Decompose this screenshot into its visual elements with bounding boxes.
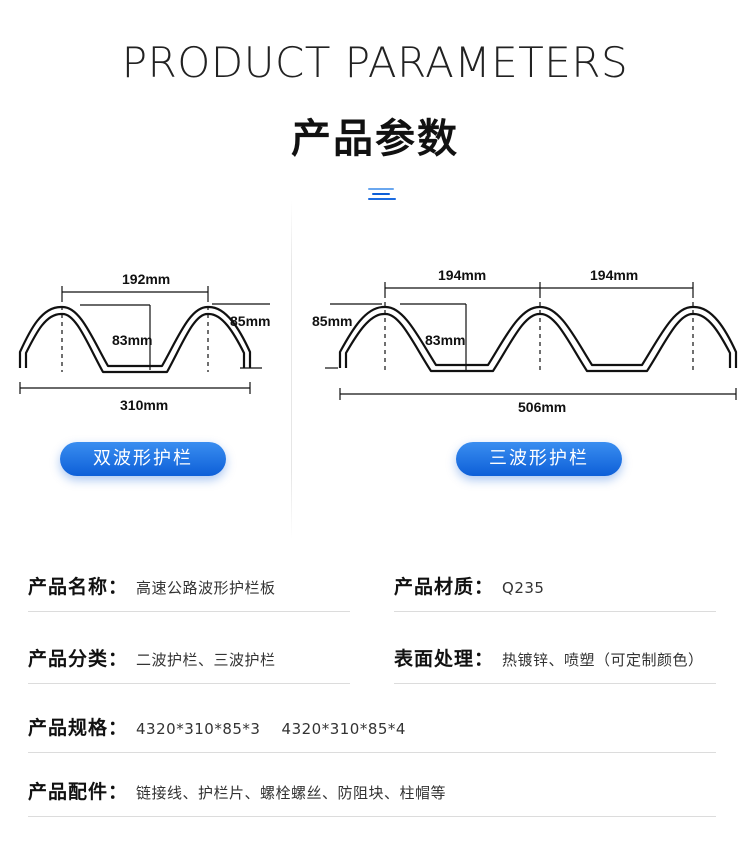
- spec-parts-value: 链接线、护栏片、螺栓螺丝、防阻块、柱帽等: [136, 784, 447, 802]
- double-wave-badge: 双波形护栏: [60, 442, 226, 476]
- double-depth-label: 83mm: [112, 332, 152, 348]
- vertical-divider: [291, 200, 292, 540]
- spec-name-row: 产品名称： 高速公路波形护栏板: [28, 572, 276, 612]
- spec-size-row: 产品规格： 4320*310*85*3 4320*310*85*4: [28, 713, 406, 753]
- triple-height-label: 85mm: [312, 313, 352, 329]
- title-chinese: 产品参数: [291, 116, 459, 162]
- row-divider: [28, 611, 350, 612]
- spec-category-value: 二波护栏、三波护栏: [136, 651, 276, 669]
- triple-spacing-2-label: 194mm: [590, 267, 638, 283]
- spec-name-label: 产品名称：: [28, 576, 129, 598]
- row-divider: [28, 683, 350, 684]
- spec-category-label: 产品分类：: [28, 648, 129, 670]
- spec-surface-value: 热镀锌、喷塑（可定制颜色）: [502, 651, 704, 669]
- row-divider: [28, 752, 716, 753]
- spec-material-row: 产品材质： Q235: [394, 572, 544, 612]
- row-divider: [394, 611, 716, 612]
- spec-parts-label: 产品配件：: [28, 781, 129, 803]
- spec-surface-label: 表面处理：: [394, 648, 495, 670]
- triple-wave-profile: [338, 305, 738, 373]
- spec-name-value: 高速公路波形护栏板: [136, 579, 276, 597]
- double-spacing-label: 192mm: [122, 271, 170, 287]
- double-wave-profile: [18, 305, 252, 374]
- double-width-label: 310mm: [120, 397, 168, 413]
- triple-wave-dimension-lines: [325, 282, 737, 400]
- spec-parts-row: 产品配件： 链接线、护栏片、螺栓螺丝、防阻块、柱帽等: [28, 777, 446, 817]
- triple-width-label: 506mm: [518, 399, 566, 415]
- triple-depth-label: 83mm: [425, 332, 465, 348]
- row-divider: [394, 683, 716, 684]
- triple-spacing-1-label: 194mm: [438, 267, 486, 283]
- double-height-label: 85mm: [230, 313, 270, 329]
- title-english: PRODUCT PARAMETERS: [121, 38, 629, 87]
- row-divider: [28, 816, 716, 817]
- spec-material-label: 产品材质：: [394, 576, 495, 598]
- spec-surface-row: 表面处理： 热镀锌、喷塑（可定制颜色）: [394, 644, 704, 684]
- decoration-lines-icon: [368, 188, 396, 203]
- profile-drawings: 192mm 83mm 85mm 310mm 194mm 194mm 85mm 8…: [18, 267, 738, 415]
- spec-category-row: 产品分类： 二波护栏、三波护栏: [28, 644, 276, 684]
- spec-material-value: Q235: [502, 579, 545, 597]
- double-wave-dimension-lines: [19, 286, 270, 394]
- spec-size-label: 产品规格：: [28, 717, 129, 739]
- spec-size-value: 4320*310*85*3 4320*310*85*4: [136, 720, 406, 738]
- triple-wave-badge: 三波形护栏: [456, 442, 622, 476]
